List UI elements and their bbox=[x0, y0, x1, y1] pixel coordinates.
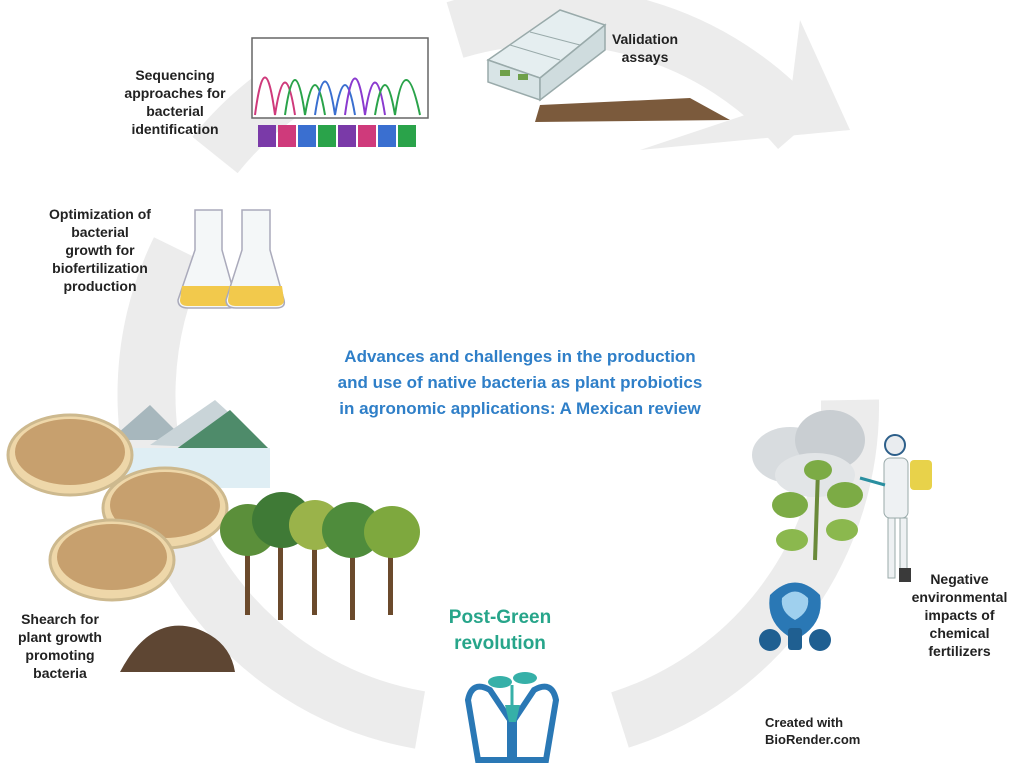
chromatogram-icon bbox=[251, 37, 429, 147]
arrow-head-top bbox=[640, 20, 850, 150]
step-label-negative-impacts: Negative environmental impacts of chemic… bbox=[911, 571, 1008, 659]
trees-icon bbox=[220, 492, 420, 620]
flask-icon bbox=[177, 209, 286, 309]
step-label-sequencing: Sequencing approaches for bacterial iden… bbox=[124, 67, 226, 137]
hands-sprout-icon bbox=[464, 672, 560, 763]
soil-bed bbox=[535, 98, 730, 122]
greenhouse-icon bbox=[486, 9, 730, 122]
step-label-validation: Validation assays bbox=[611, 31, 679, 65]
sprayer-person-icon bbox=[859, 434, 932, 582]
biorender-credit: Created with BioRender.com bbox=[765, 715, 861, 747]
petri-dish-icon bbox=[6, 413, 229, 602]
step-label-search: Shearch for plant growth promoting bacte… bbox=[18, 611, 102, 681]
post-green-revolution-label: Post-Green revolution bbox=[448, 607, 552, 654]
soil-pile-icon bbox=[120, 625, 235, 672]
plant-icon bbox=[772, 460, 863, 561]
sequence-bar bbox=[258, 125, 416, 147]
diagram-title: Advances and challenges in the productio… bbox=[337, 347, 703, 418]
step-label-optimization: Optimization of bacterial growth for bio… bbox=[49, 206, 151, 294]
gas-mask-icon bbox=[759, 582, 831, 651]
